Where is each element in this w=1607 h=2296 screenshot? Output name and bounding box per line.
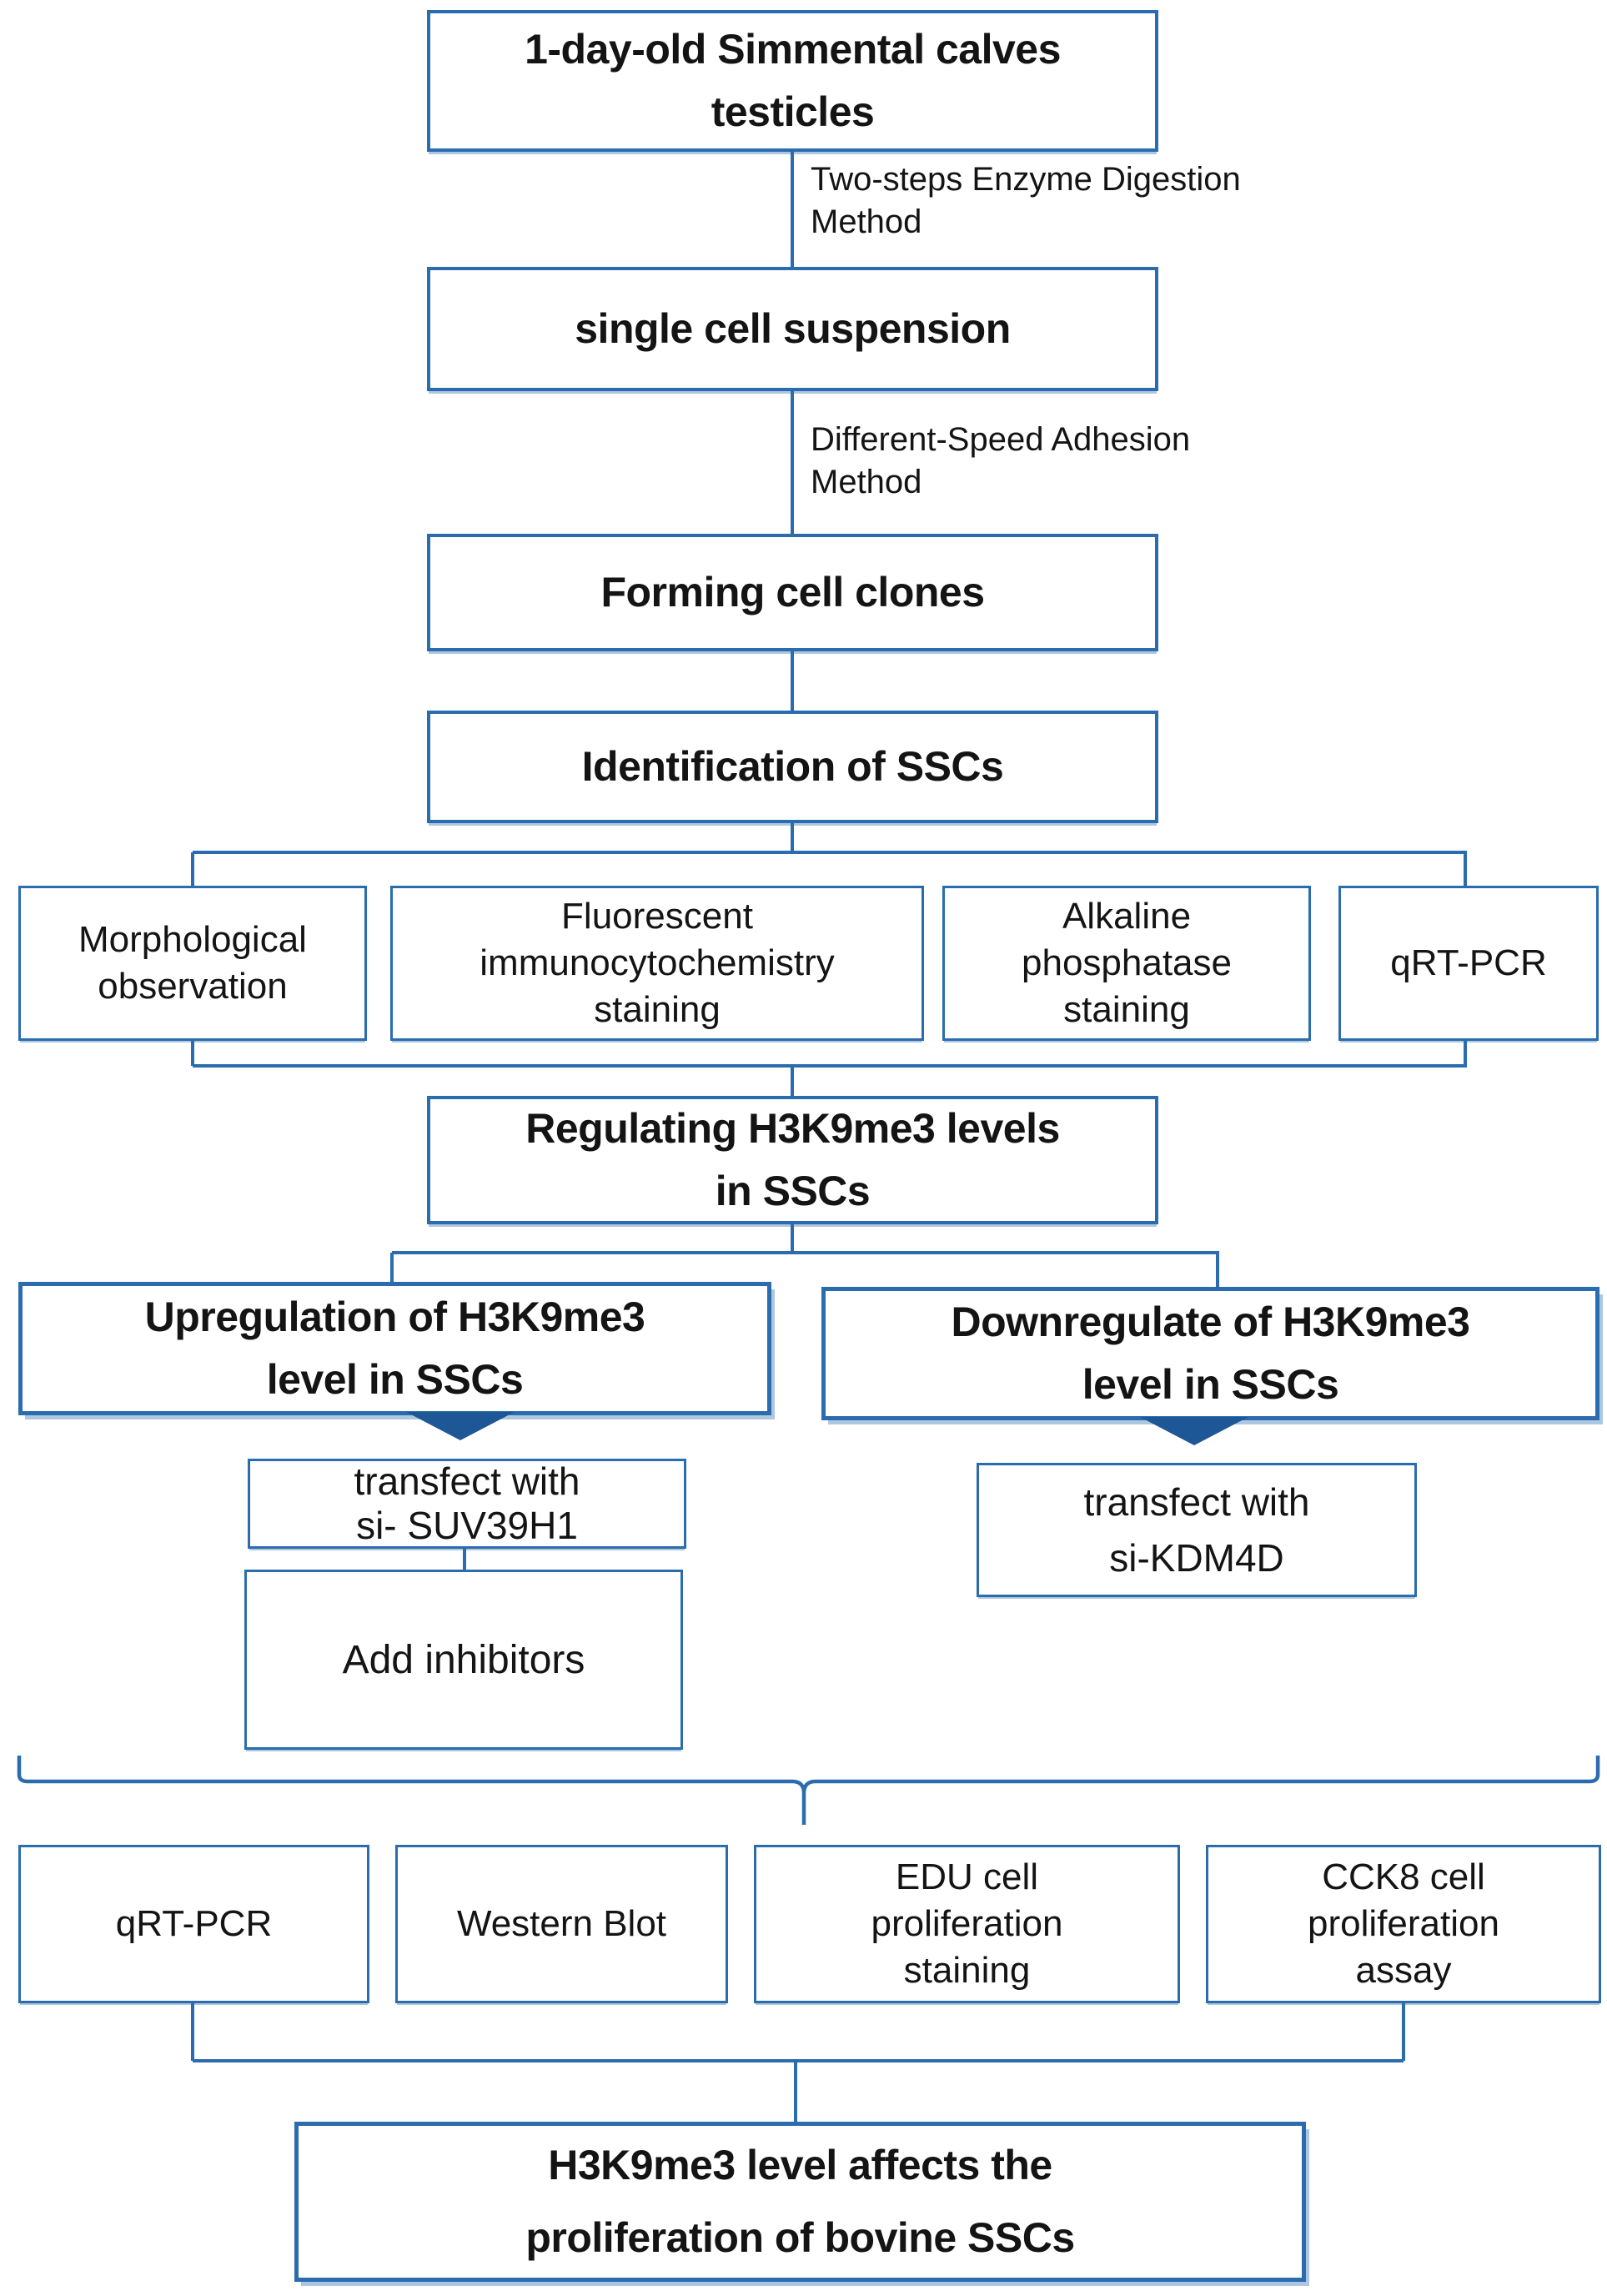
node-label: Add inhibitors: [342, 1637, 585, 1682]
connector-branch-right-drop: [1216, 1253, 1219, 1289]
node-label: CCK8 cell proliferation assay: [1308, 1856, 1499, 1991]
node-fluorescent-immunocytochemistry: Fluorescent immunocytochemistry staining: [390, 886, 924, 1041]
connector-rail-conclusion: [794, 2061, 797, 2122]
node-transfect-si-suv39h1: transfect with si- SUV39H1: [248, 1459, 686, 1549]
node-label: Alkaline phosphatase staining: [1022, 896, 1232, 1030]
node-upregulation-h3k9me3: Upregulation of H3K9me3 level in SSCs: [18, 1282, 771, 1415]
node-label: qRT-PCR: [1390, 942, 1547, 984]
connector-idmethods-top-rail: [193, 851, 1467, 854]
connector-suspension-clones: [791, 391, 794, 534]
node-label: Downregulate of H3K9me3 level in SSCs: [951, 1299, 1470, 1408]
edge-label-enzyme-digestion: Two-steps Enzyme Digestion Method: [811, 161, 1241, 241]
connector-clones-identification: [791, 651, 794, 711]
connector-idmethods-bottom-rail: [193, 1064, 1467, 1068]
edge-label-adhesion: Different-Speed Adhesion Method: [811, 421, 1191, 501]
connector-assays-rail: [193, 2059, 1404, 2062]
connector-assays-left-drop: [191, 2003, 194, 2061]
node-label: Forming cell clones: [600, 569, 985, 615]
gather-brace: [17, 1756, 1600, 1825]
node-western-blot: Western Blot: [395, 1845, 728, 2003]
connector-source-suspension: [791, 152, 794, 267]
node-downregulate-h3k9me3: Downregulate of H3K9me3 level in SSCs: [821, 1287, 1599, 1420]
connector-idmethods-top-left-drop: [191, 852, 194, 886]
connector-regulating-stub: [791, 1224, 794, 1253]
node-label: single cell suspension: [575, 305, 1011, 352]
connector-branch-left-drop: [390, 1253, 394, 1284]
node-label: qRT-PCR: [115, 1903, 273, 1945]
connector-idmethods-top-right-drop: [1464, 852, 1467, 886]
down-arrow-icon: [1140, 1417, 1248, 1445]
node-cck8-proliferation: CCK8 cell proliferation assay: [1206, 1845, 1601, 2003]
node-label: transfect with si-KDM4D: [1083, 1480, 1310, 1580]
connector-assays-right-drop: [1402, 2003, 1405, 2061]
node-morphological-observation: Morphological observation: [18, 886, 367, 1041]
node-alkaline-phosphatase: Alkaline phosphatase staining: [942, 886, 1311, 1041]
node-label: Upregulation of H3K9me3 level in SSCs: [144, 1294, 645, 1403]
node-edu-proliferation: EDU cell proliferation staining: [754, 1845, 1180, 2003]
node-qrt-pcr-assay: qRT-PCR: [18, 1845, 369, 2003]
down-arrow-icon: [406, 1412, 515, 1440]
node-conclusion: H3K9me3 level affects the proliferation …: [294, 2122, 1306, 2282]
node-transfect-si-kdm4d: transfect with si-KDM4D: [977, 1463, 1417, 1597]
node-identification-sscs: Identification of SSCs: [427, 711, 1158, 823]
connector-branch-rail: [392, 1251, 1219, 1254]
node-label: 1-day-old Simmental calves testicles: [525, 26, 1061, 135]
connector-idmethods-bottom-left-drop: [191, 1041, 194, 1066]
node-label: transfect with si- SUV39H1: [354, 1459, 580, 1547]
node-label: EDU cell proliferation staining: [871, 1856, 1063, 1991]
node-single-cell-suspension: single cell suspension: [427, 267, 1158, 391]
connector-idmethods-bottom-right-drop: [1464, 1041, 1467, 1066]
node-label: H3K9me3 level affects the proliferation …: [525, 2141, 1075, 2262]
node-label: Western Blot: [456, 1903, 667, 1945]
node-label: Fluorescent immunocytochemistry staining: [480, 896, 835, 1030]
node-qrt-pcr-identification: qRT-PCR: [1338, 886, 1599, 1041]
node-forming-cell-clones: Forming cell clones: [427, 534, 1158, 651]
node-label: Identification of SSCs: [581, 743, 1004, 790]
node-calves-testicles: 1-day-old Simmental calves testicles: [427, 10, 1158, 152]
node-regulating-h3k9me3: Regulating H3K9me3 levels in SSCs: [427, 1096, 1158, 1224]
connector-transfect-inhibitors: [463, 1549, 466, 1570]
connector-rail-regulating: [791, 1066, 794, 1096]
node-label: Regulating H3K9me3 levels in SSCs: [525, 1105, 1060, 1214]
node-label: Morphological observation: [78, 919, 307, 1007]
connector-identification-stub: [791, 823, 794, 852]
node-add-inhibitors: Add inhibitors: [244, 1570, 683, 1750]
